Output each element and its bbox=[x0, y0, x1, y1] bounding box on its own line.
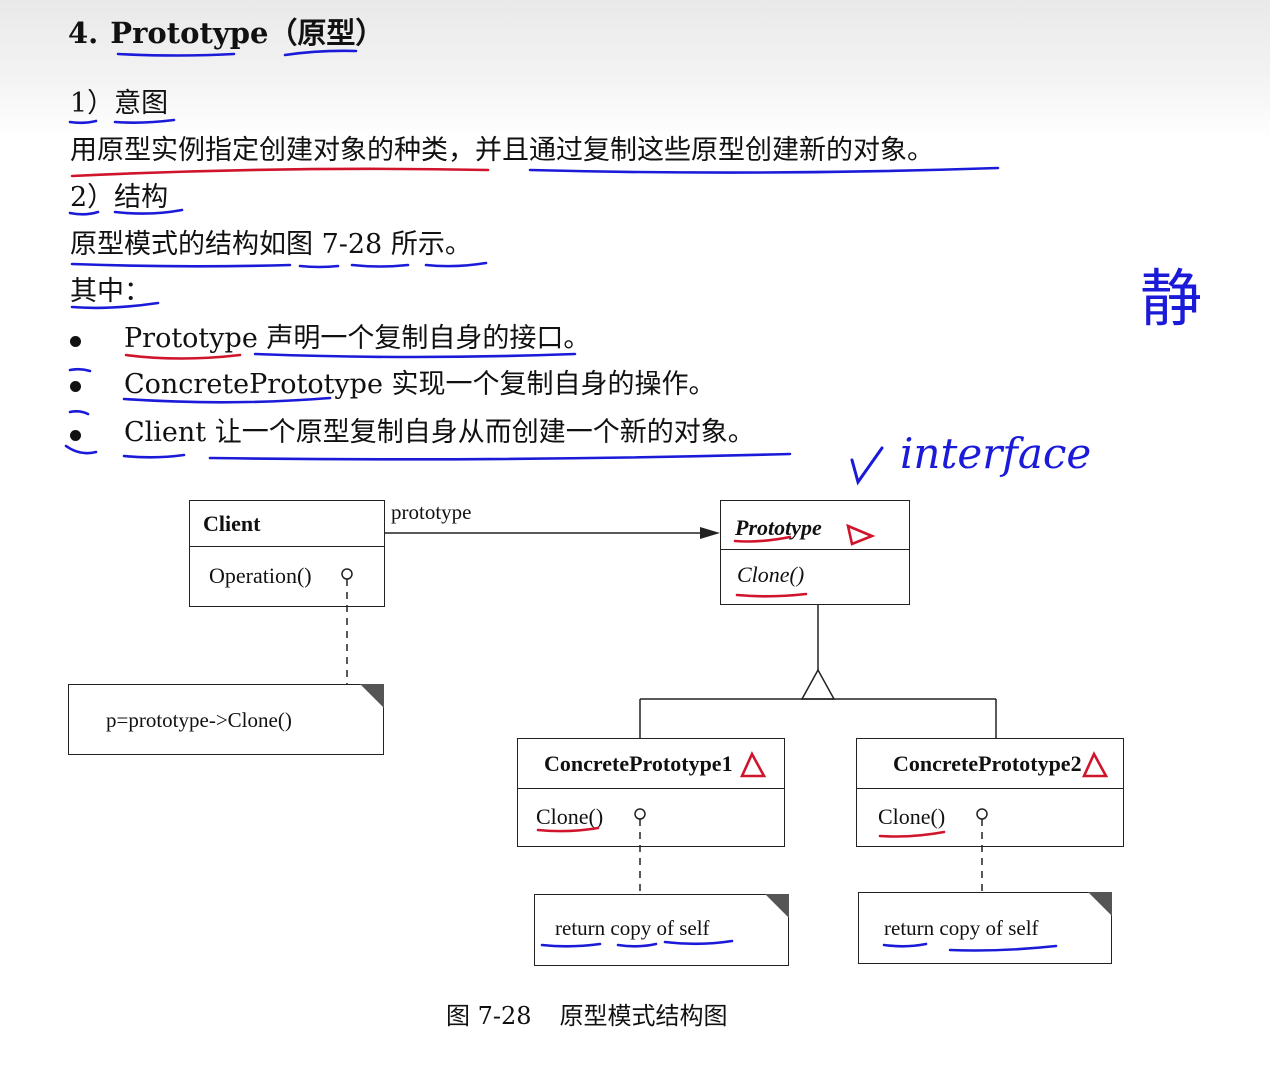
ink-underline bbox=[70, 167, 490, 178]
handwritten-interface-note: interface bbox=[900, 429, 1091, 478]
concrete-prototype1-name: ConcretePrototype1 bbox=[544, 751, 733, 776]
concrete-prototype1-operation: Clone() bbox=[536, 804, 604, 829]
ink-underline bbox=[283, 49, 358, 57]
prototype-class-box bbox=[720, 500, 910, 605]
client-class-name: Client bbox=[203, 511, 261, 536]
class-divider bbox=[190, 546, 384, 547]
bullet-term: Client bbox=[124, 417, 207, 448]
ink-underline bbox=[733, 535, 792, 543]
heading-title: Prototype（原型） bbox=[110, 16, 385, 50]
check-mark-icon bbox=[850, 446, 884, 486]
ink-mark bbox=[64, 444, 98, 455]
concrete-prototype2-box bbox=[856, 738, 1124, 847]
note-fold-icon bbox=[765, 894, 789, 918]
bullet-dot bbox=[70, 336, 81, 347]
bullet-text: 实现一个复制自身的操作。 bbox=[382, 369, 716, 400]
figure-caption: 图 7-28 原型模式结构图 bbox=[446, 996, 728, 1031]
ink-underline bbox=[253, 352, 577, 359]
bullet-term: ConcretePrototype bbox=[124, 369, 383, 400]
bullet-term: Prototype bbox=[124, 323, 258, 354]
ink-mark bbox=[68, 410, 90, 416]
ink-underline bbox=[540, 942, 602, 948]
ink-underline bbox=[878, 830, 946, 838]
ink-underline bbox=[68, 119, 98, 125]
inheritance-triangle-icon bbox=[800, 668, 836, 700]
bullet-dot bbox=[70, 381, 81, 392]
client-operation: Operation() bbox=[209, 563, 312, 588]
concrete1-note-text: return copy of self bbox=[555, 916, 710, 940]
ink-mark bbox=[68, 367, 92, 373]
ink-underline bbox=[424, 261, 488, 268]
handwritten-glyph: 静 bbox=[1140, 262, 1202, 335]
note-anchor-icon bbox=[976, 808, 988, 820]
bullet-text: 让一个原型复制自身从而创建一个新的对象。 bbox=[206, 417, 755, 448]
prototype-class-name: Prototype bbox=[735, 515, 822, 540]
class-divider bbox=[518, 788, 784, 789]
structure-text: 原型模式的结构如图 7-28 所示。 bbox=[70, 229, 472, 260]
concrete-prototype2-operation: Clone() bbox=[878, 804, 946, 829]
ink-underline bbox=[124, 353, 242, 360]
intent-text: 用原型实例指定创建对象的种类，并且通过复制这些原型创建新的对象。 bbox=[70, 135, 934, 166]
client-class-box bbox=[189, 500, 385, 607]
top-shade bbox=[0, 0, 1270, 140]
concrete1-note bbox=[534, 894, 789, 966]
ink-underline bbox=[122, 453, 186, 459]
ink-underline bbox=[116, 52, 236, 57]
bullet-item: Client 让一个原型复制自身从而创建一个新的对象。 bbox=[124, 416, 755, 450]
note-anchor-icon bbox=[341, 568, 353, 580]
section-heading: 4. Prototype（原型） bbox=[68, 10, 384, 52]
ink-underline bbox=[663, 939, 734, 946]
ink-underline bbox=[70, 301, 160, 310]
class-divider bbox=[857, 788, 1123, 789]
intent-label: 1）意图 bbox=[70, 88, 169, 119]
ink-underline bbox=[536, 826, 600, 833]
ink-underline bbox=[70, 262, 292, 268]
triangle-mark-icon bbox=[739, 751, 767, 778]
ink-underline bbox=[528, 166, 1000, 174]
note-fold-icon bbox=[360, 684, 384, 708]
ink-underline bbox=[113, 208, 184, 215]
structure-label: 2）结构 bbox=[70, 182, 169, 213]
figure-number: 图 7-28 bbox=[446, 1002, 532, 1030]
concrete2-note-text: return copy of self bbox=[884, 916, 1039, 940]
ink-underline bbox=[208, 452, 792, 461]
ink-underline bbox=[948, 944, 1058, 952]
ink-underline bbox=[298, 264, 340, 269]
bullet-item: Prototype 声明一个复制自身的接口。 bbox=[124, 322, 590, 356]
association-arrowhead bbox=[700, 527, 720, 539]
ink-underline bbox=[113, 118, 176, 124]
bullet-dot bbox=[70, 430, 81, 441]
ink-underline bbox=[350, 263, 410, 268]
concrete2-note bbox=[858, 892, 1112, 964]
among-label: 其中： bbox=[70, 276, 151, 307]
concrete-prototype2-name: ConcretePrototype2 bbox=[893, 751, 1082, 776]
triangle-mark-icon bbox=[846, 523, 876, 546]
client-note bbox=[68, 684, 384, 755]
triangle-mark-icon bbox=[1081, 751, 1109, 778]
association-label: prototype bbox=[391, 500, 472, 524]
ink-underline bbox=[616, 942, 658, 948]
ink-underline bbox=[735, 592, 808, 598]
class-divider bbox=[721, 549, 909, 550]
ink-underline bbox=[68, 210, 100, 216]
heading-number: 4. bbox=[68, 16, 99, 50]
ink-underline bbox=[882, 942, 928, 948]
note-anchor-icon bbox=[634, 808, 646, 820]
figure-title: 原型模式结构图 bbox=[559, 1002, 728, 1030]
prototype-operation: Clone() bbox=[737, 562, 805, 587]
bullet-text: 声明一个复制自身的接口。 bbox=[257, 323, 591, 354]
concrete-prototype1-box bbox=[517, 738, 785, 847]
bullet-item: ConcretePrototype 实现一个复制自身的操作。 bbox=[124, 368, 716, 402]
note-fold-icon bbox=[1088, 892, 1112, 916]
ink-underline bbox=[122, 396, 332, 404]
client-note-text: p=prototype->Clone() bbox=[106, 708, 292, 732]
